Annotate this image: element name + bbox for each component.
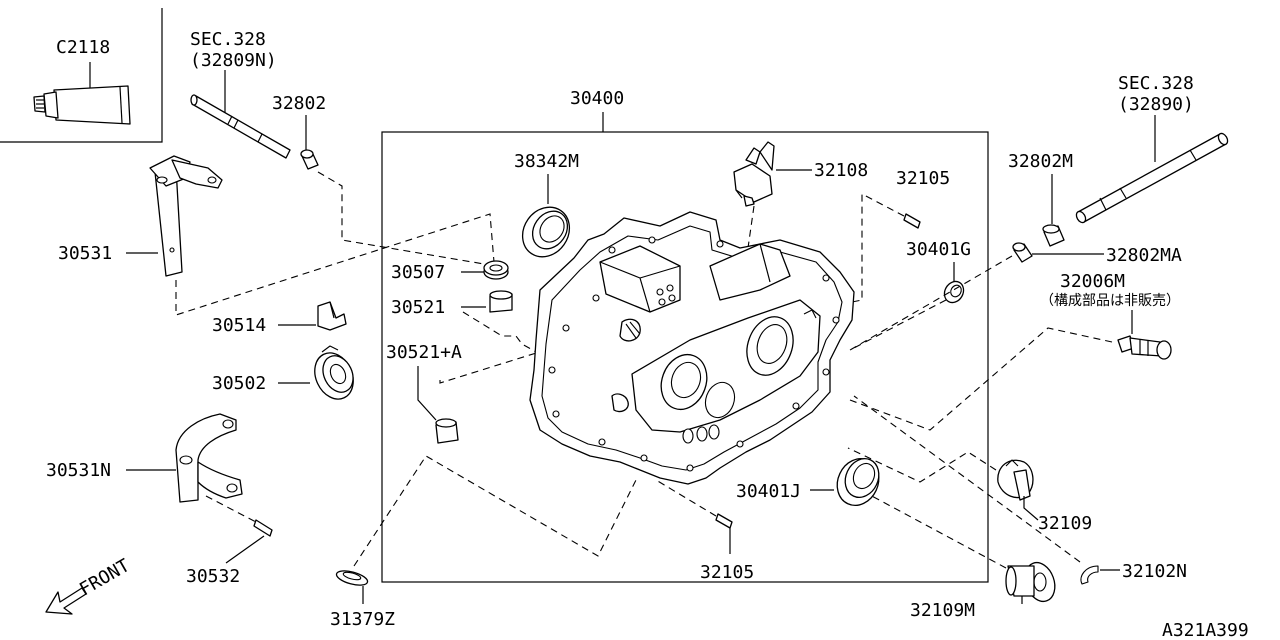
clip-32102n	[1080, 565, 1099, 585]
label-sec328-left-sub: (32809N)	[190, 50, 277, 71]
note-32006m: （構成部品は非販売）	[1040, 293, 1180, 309]
label-30521a: 30521+A	[386, 342, 462, 363]
label-32109m: 32109M	[910, 600, 975, 621]
label-front: FRONT	[76, 555, 134, 600]
label-38342m: 38342M	[514, 151, 579, 172]
label-30507: 30507	[391, 262, 445, 283]
seal-30401g	[943, 280, 965, 304]
bushing-32802m	[1042, 224, 1065, 247]
snap-ring-31379z	[335, 570, 369, 586]
release-bearing-30502	[314, 345, 354, 400]
oil-seal-38342m	[521, 206, 571, 258]
front-arrow-icon	[45, 587, 87, 615]
bushing-30521	[489, 290, 513, 313]
bushing-30521a	[435, 418, 459, 444]
label-31379z: 31379Z	[330, 609, 395, 630]
label-32006m: 32006M	[1060, 271, 1125, 292]
seal-30401j	[836, 458, 880, 506]
switch-32006m	[1117, 335, 1172, 360]
pin-30532	[253, 519, 273, 537]
label-30531: 30531	[58, 243, 112, 264]
label-sec328-right: SEC.328	[1118, 73, 1194, 94]
label-30532: 30532	[186, 566, 240, 587]
label-32802ma: 32802MA	[1106, 245, 1182, 266]
pin-32105-top	[903, 213, 921, 229]
label-30531n: 30531N	[46, 460, 111, 481]
pin-32105-bottom	[715, 513, 733, 529]
label-sec328-right-sub: (32890)	[1118, 94, 1194, 115]
label-c2118: C2118	[56, 37, 110, 58]
label-30514: 30514	[212, 315, 266, 336]
label-32109: 32109	[1038, 513, 1092, 534]
shifter-32109	[997, 459, 1034, 501]
bracket-32108	[733, 141, 775, 207]
label-30502: 30502	[212, 373, 266, 394]
inset-c2118: C2118	[0, 8, 163, 143]
bearing-30507	[483, 260, 509, 280]
label-32102n: 32102N	[1122, 561, 1187, 582]
bushing-32802ma	[1012, 242, 1033, 263]
label-30521: 30521	[391, 297, 445, 318]
case-assembly-frame	[381, 131, 989, 583]
label-30401g: 30401G	[906, 239, 971, 260]
label-32802-left: 32802	[272, 93, 326, 114]
shift-fork-30531n	[175, 413, 243, 503]
shift-fork-30531	[149, 155, 223, 277]
label-sec328-left: SEC.328	[190, 29, 266, 50]
label-30400: 30400	[570, 88, 624, 109]
label-32802m: 32802M	[1008, 151, 1073, 172]
shifter-32109m	[1005, 561, 1056, 603]
transmission-case-body	[529, 211, 855, 485]
clip-30514	[317, 301, 347, 331]
diagram-reference-code: A321A399	[1162, 620, 1249, 640]
shift-rod-right	[1075, 132, 1229, 224]
label-30401j: 30401J	[736, 481, 801, 502]
label-32105-bottom: 32105	[700, 562, 754, 583]
label-32105-top: 32105	[896, 168, 950, 189]
sealant-tube-icon	[33, 85, 131, 125]
label-32108: 32108	[814, 160, 868, 181]
shift-rod-left	[190, 94, 291, 159]
bushing-32802-left	[300, 149, 319, 170]
